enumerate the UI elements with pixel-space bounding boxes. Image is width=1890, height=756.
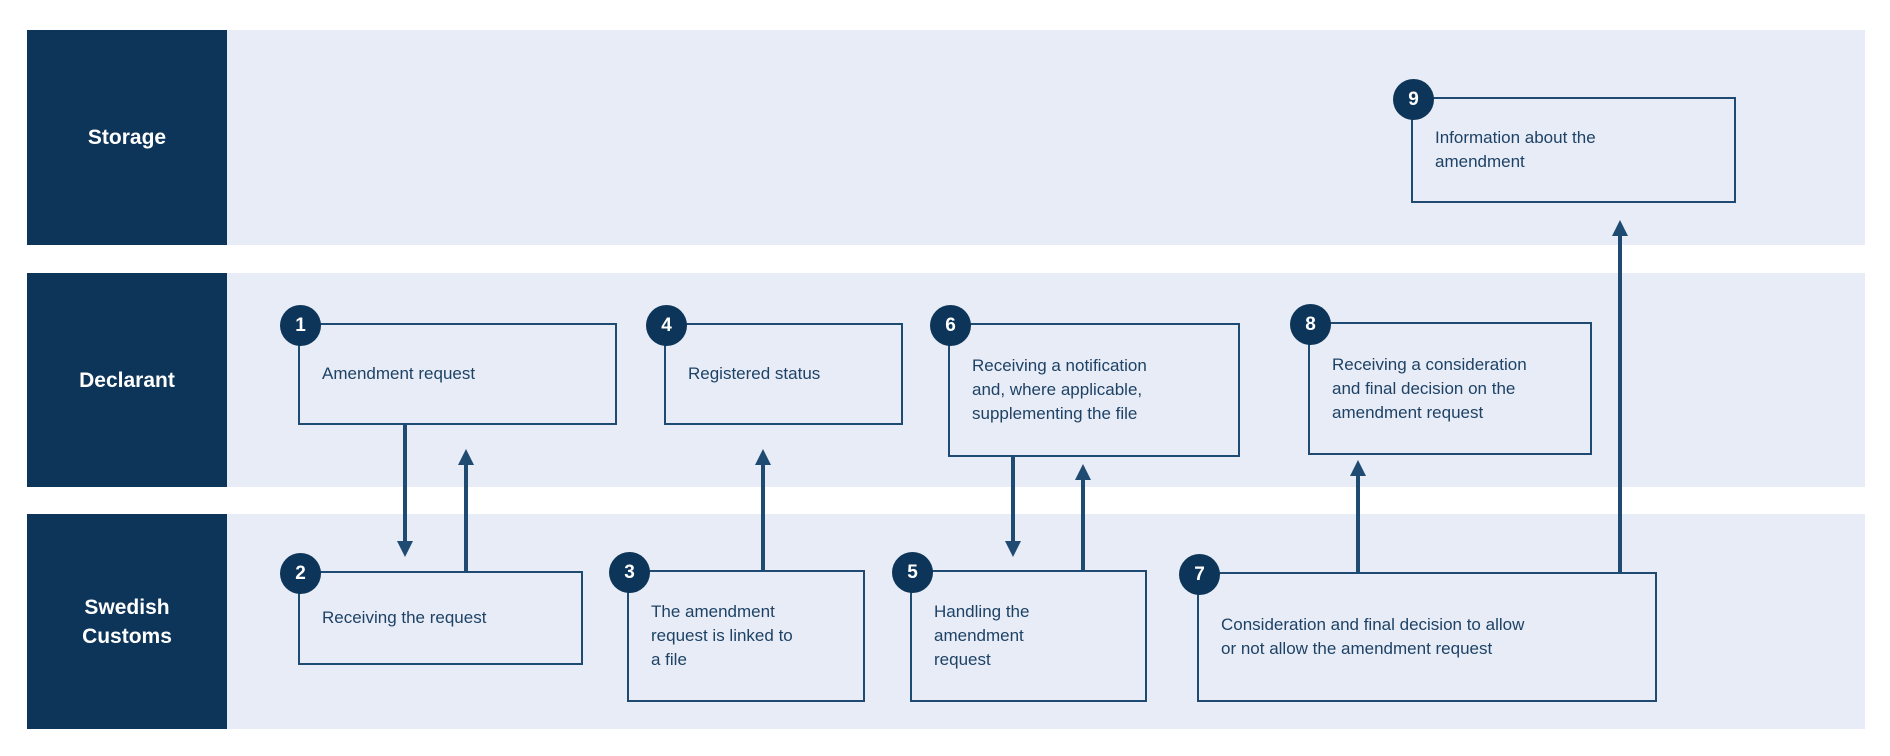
step-number-badge-7: 7 [1179,554,1220,595]
process-box-7: 7 Consideration and final decision to al… [1179,554,1657,702]
lane-label-declarant: Declarant [27,273,227,487]
step-text-3: The amendment request is linked to a fil… [651,602,793,669]
step-text-6: Receiving a notification and, where appl… [972,356,1147,423]
step-text-1: Amendment request [322,364,476,383]
process-box-1: 1 Amendment request [280,305,617,425]
step-number-badge-1: 1 [280,305,321,346]
step-number-badge-2: 2 [280,553,321,594]
lane-label-storage: Storage [27,30,227,245]
step-text-5: Handling the amendment request [934,602,1030,669]
step-text-4: Registered status [688,364,821,383]
lane-label-swedish-customs: Swedish Customs [27,514,227,729]
process-box-4: 4 Registered status [646,305,903,425]
step-number-badge-6: 6 [930,305,971,346]
process-box-8: 8 Receiving a consideration and final de… [1290,304,1592,455]
process-box-3: 3 The amendment request is linked to a f… [609,552,865,702]
process-box-6: 6 Receiving a notification and, where ap… [930,305,1240,457]
process-box-2: 2 Receiving the request [280,553,583,665]
step-number-badge-4: 4 [646,305,687,346]
step-text-7: Consideration and final decision to allo… [1221,615,1525,658]
step-text-9: Information about the amendment [1435,128,1596,171]
step-number-badge-8: 8 [1290,304,1331,345]
step-number-badge-3: 3 [609,552,650,593]
process-box-5: 5 Handling the amendment request [892,552,1147,702]
step-text-8: Receiving a consideration and final deci… [1332,354,1527,422]
process-box-9: 9 Information about the amendment [1393,79,1736,203]
step-number-badge-9: 9 [1393,79,1434,120]
step-text-2: Receiving the request [322,608,487,627]
step-number-badge-5: 5 [892,552,933,593]
